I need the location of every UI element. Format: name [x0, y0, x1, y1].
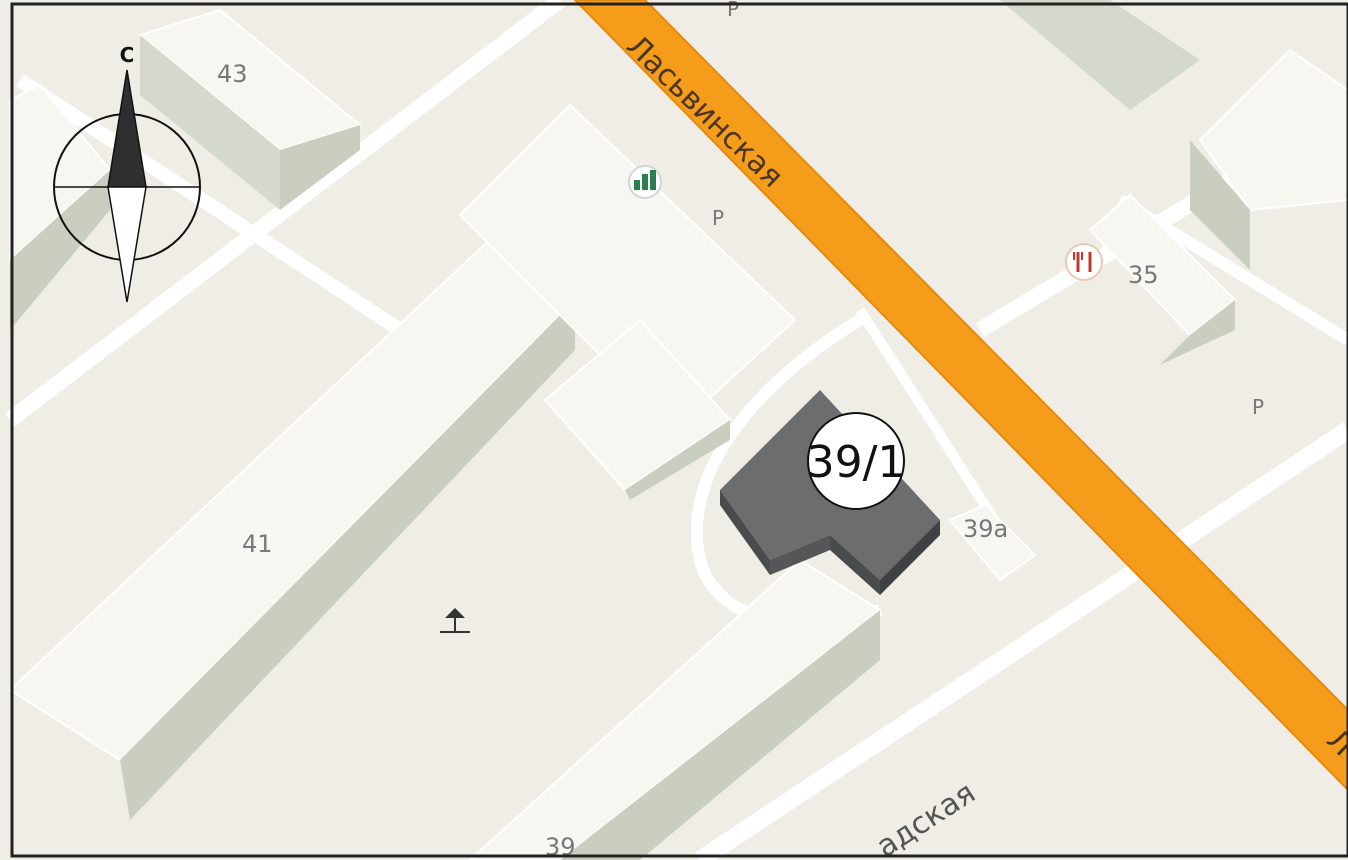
map-frame: [10, 2, 1348, 858]
target-building-side-right: [880, 520, 940, 595]
building-35-side: [1160, 300, 1235, 365]
compass-south-needle: [107, 186, 147, 303]
building-center-block-side: [625, 420, 730, 500]
target-label: 39/1: [807, 437, 906, 488]
target-building-side-left: [720, 490, 770, 575]
building-39a-top: [948, 503, 1037, 582]
building-left-strip-side: [10, 170, 110, 330]
restaurant-poi-icon[interactable]: [1065, 243, 1103, 281]
shop-poi-icon[interactable]: [628, 165, 662, 199]
building-top-right-b-side: [1190, 140, 1250, 270]
building-top-right-a: [1000, 0, 1200, 110]
building-39-side: [560, 610, 880, 860]
building-top-right-b-top: [1198, 48, 1348, 212]
building-number-39a: 39а: [963, 515, 1008, 543]
building-41-side: [120, 300, 575, 820]
building-number-43: 43: [217, 60, 248, 88]
building-number-41: 41: [242, 530, 273, 558]
target-building-side-inner: [830, 535, 880, 595]
minor-road-southeast: [695, 422, 1348, 860]
compass-rose-icon: С: [53, 43, 201, 303]
target-label-circle: [807, 412, 905, 510]
target-building-side-mid: [770, 535, 830, 575]
minor-road-nw: [16, 74, 404, 336]
building-number-35: 35: [1128, 261, 1159, 289]
playground-poi-icon: [440, 608, 470, 633]
building-43-front: [140, 35, 280, 210]
parking-label-2: Р: [1252, 395, 1264, 419]
building-43-side: [280, 125, 360, 210]
minor-road-west-diagonal: [5, 0, 565, 427]
main-road-lasvinskaya[interactable]: [573, 0, 1348, 792]
parking-label-1: Р: [712, 206, 724, 230]
compass-north-label: С: [120, 43, 135, 67]
buildings: [8, 0, 1348, 860]
